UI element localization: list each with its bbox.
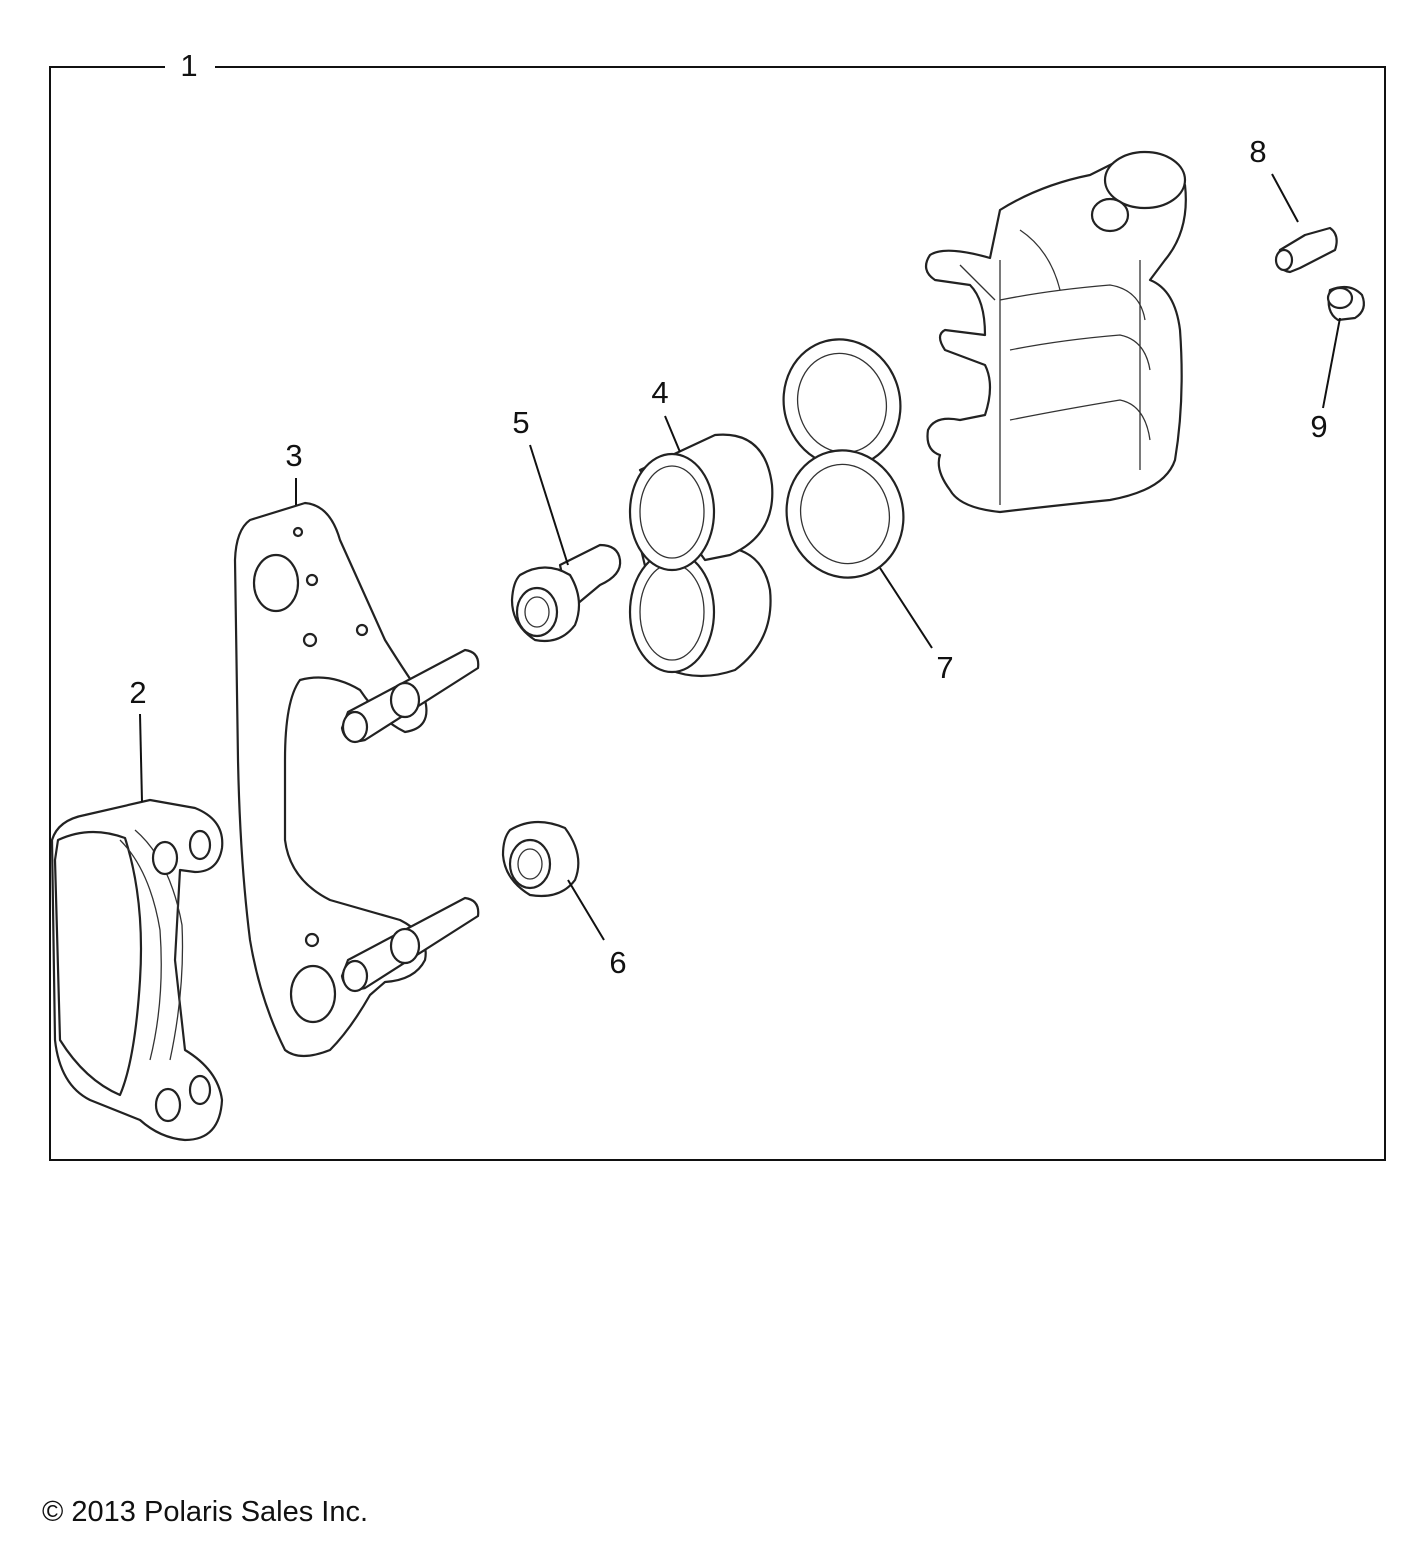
callout-7[interactable]: 7 [936,650,953,685]
callout-5[interactable]: 5 [512,405,529,440]
pin-boot-lower[interactable] [501,820,580,898]
callout-8[interactable]: 8 [1249,134,1266,169]
leader-line-8 [1271,173,1299,223]
pistons[interactable] [628,433,774,678]
bleeder-cap[interactable] [1326,285,1365,322]
piston-seals[interactable] [769,326,917,591]
callout-3[interactable]: 3 [285,438,302,473]
assembly-callout-1[interactable]: 1 [180,48,197,83]
pin-boot-upper[interactable] [510,543,622,643]
copyright-notice: © 2013 Polaris Sales Inc. [42,1496,369,1528]
caliper-bracket[interactable] [233,501,480,1058]
callout-2[interactable]: 2 [129,675,146,710]
leader-line-2 [139,713,143,803]
callout-9[interactable]: 9 [1310,409,1327,444]
caliper-body[interactable] [924,150,1187,514]
assembly-frame [49,66,1386,1161]
leader-line-6 [567,879,605,941]
callout-6[interactable]: 6 [609,945,626,980]
leader-line-5 [529,444,569,566]
brake-pad[interactable] [50,798,224,1142]
leader-line-4 [664,415,681,453]
leader-line-9 [1322,317,1341,409]
bleeder-screw[interactable] [1274,226,1338,274]
leader-line-7 [879,567,933,649]
callout-4[interactable]: 4 [651,375,668,410]
